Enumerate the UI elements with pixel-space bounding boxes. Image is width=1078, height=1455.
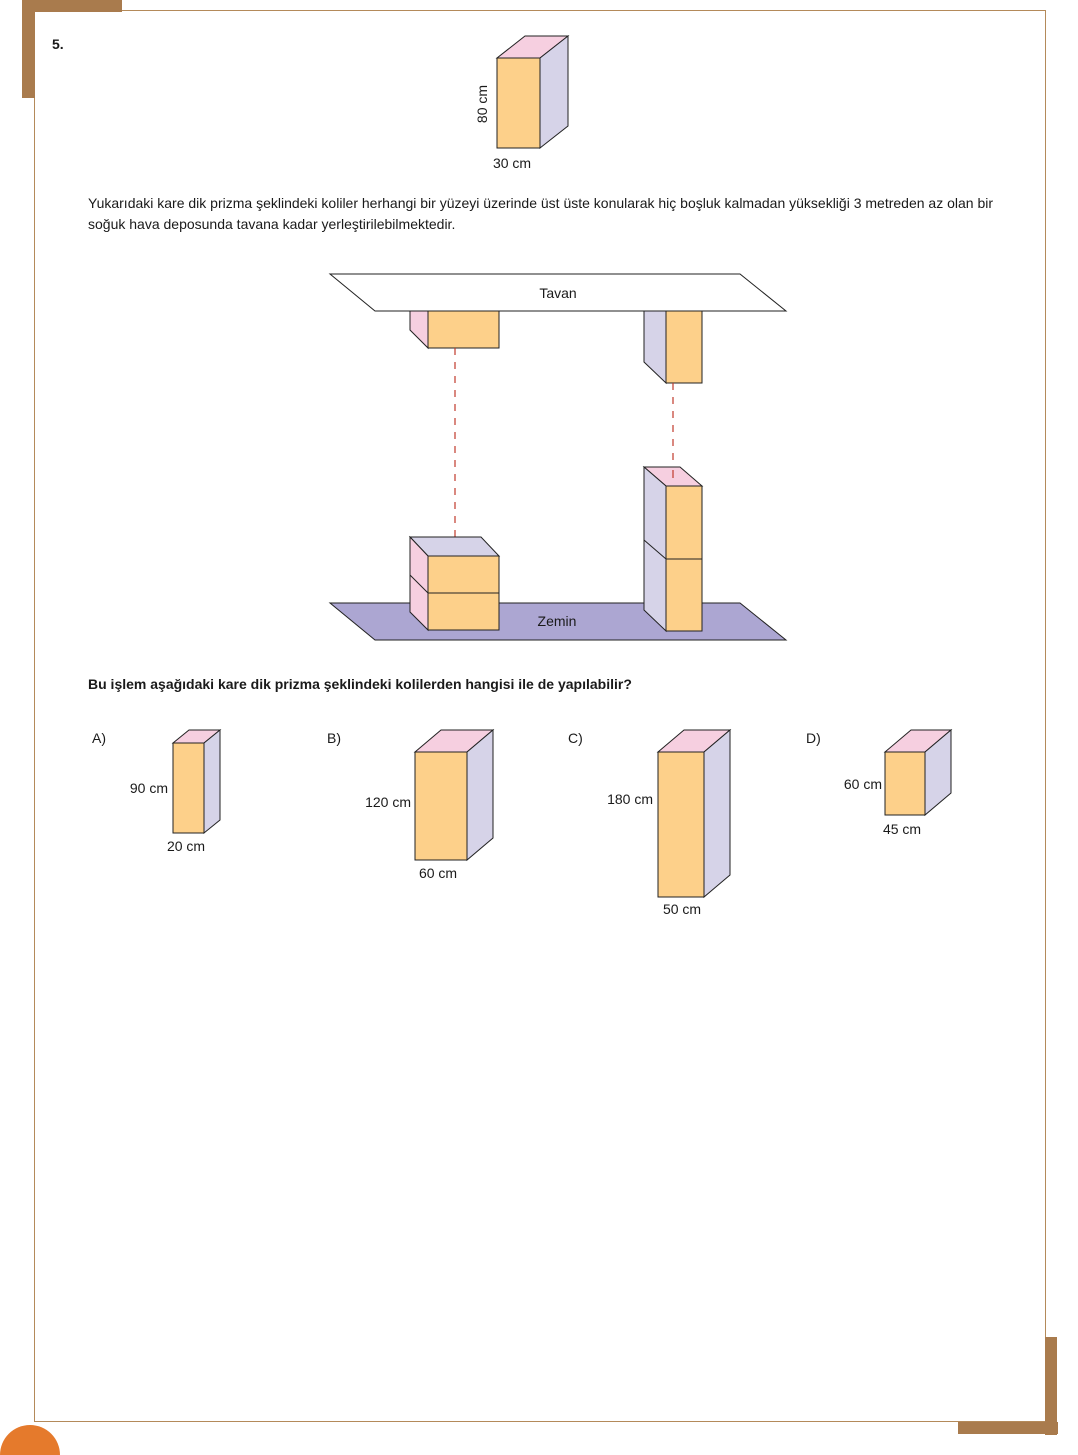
option-b-letter: B) — [327, 730, 341, 746]
option-d[interactable]: D) 60 cm 45 cm — [806, 728, 953, 837]
option-b-width-label: 60 cm — [419, 865, 457, 881]
corner-tab-left — [22, 0, 35, 98]
intro-height-label: 80 cm — [474, 85, 490, 123]
option-c-width-label: 50 cm — [663, 901, 701, 917]
option-a-letter: A) — [92, 730, 106, 746]
option-a[interactable]: A) 90 cm 20 cm — [92, 728, 222, 854]
option-a-height-label: 90 cm — [130, 780, 168, 796]
intro-box: 80 cm 30 cm — [474, 34, 570, 171]
option-c-letter: C) — [568, 730, 583, 746]
option-c[interactable]: C) 180 cm 50 cm — [568, 728, 732, 917]
question-number: 5. — [52, 36, 64, 52]
question-paragraph: Yukarıdaki kare dik prizma şeklindeki ko… — [88, 195, 994, 232]
option-d-width-label: 45 cm — [883, 821, 921, 837]
corner-tab-right — [1045, 1337, 1057, 1435]
corner-tab-top — [22, 0, 122, 12]
option-b-height-label: 120 cm — [365, 794, 411, 810]
question-prompt: Bu işlem aşağıdaki kare dik prizma şekli… — [88, 676, 632, 692]
option-a-width-label: 20 cm — [167, 838, 205, 854]
page-frame — [34, 10, 1046, 1422]
option-d-letter: D) — [806, 730, 821, 746]
intro-width-label: 30 cm — [493, 155, 531, 171]
option-c-height-label: 180 cm — [607, 791, 653, 807]
option-d-height-label: 60 cm — [844, 776, 882, 792]
option-b[interactable]: B) 120 cm 60 cm — [327, 728, 495, 881]
floor-label: Zemin — [538, 613, 577, 629]
warehouse-diagram: Tavan Zemin — [328, 273, 788, 641]
corner-tab-bottom — [958, 1422, 1058, 1434]
ceiling-plane — [328, 273, 788, 312]
ceiling-label: Tavan — [539, 285, 576, 301]
